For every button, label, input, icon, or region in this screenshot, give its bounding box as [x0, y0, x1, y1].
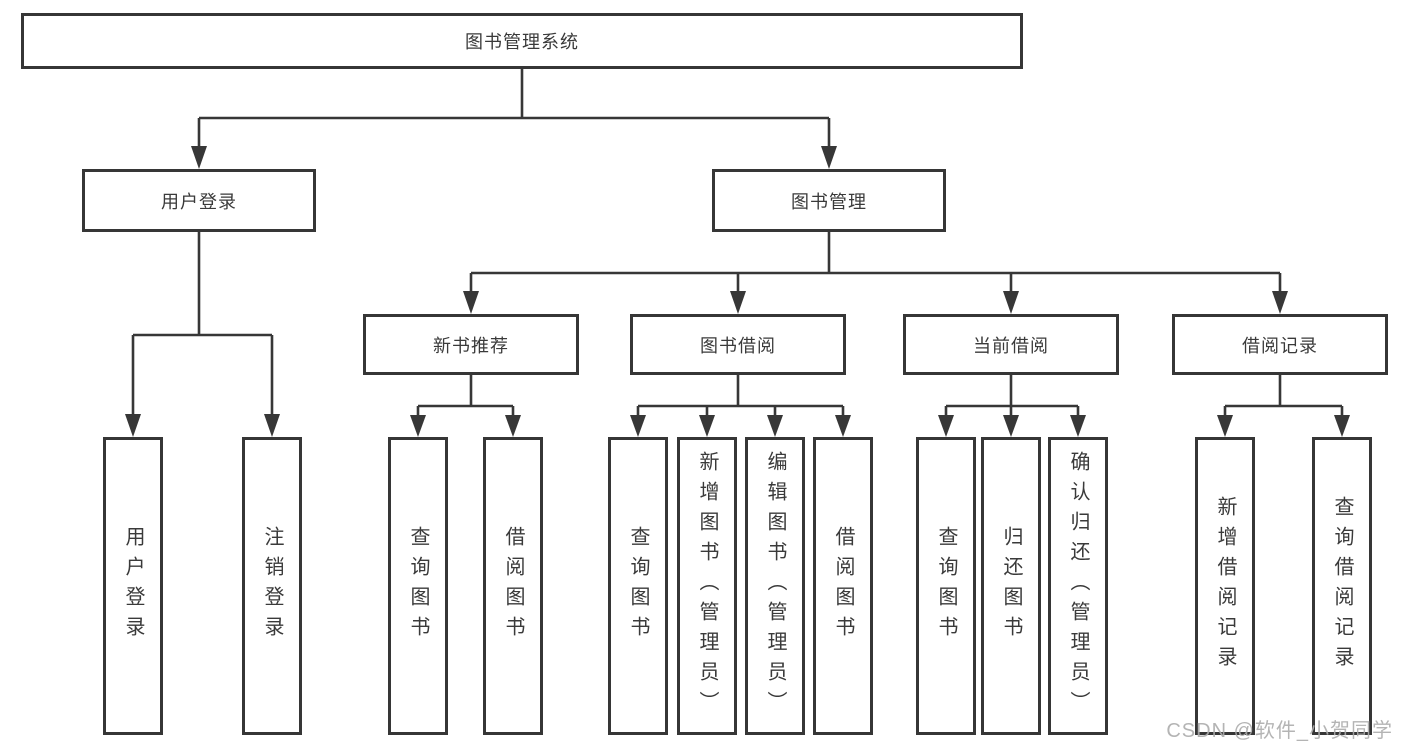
leaf-query-books-borrow: 查询图书: [608, 437, 668, 735]
leaf-query-borrow-record: 查询借阅记录: [1312, 437, 1372, 735]
arrow-to-leaf-add-record: [1217, 415, 1233, 437]
node-user-login-label: 用户登录: [161, 191, 237, 212]
node-book-management: 图书管理: [712, 169, 946, 232]
arrow-to-leaf-return-books: [1003, 415, 1019, 437]
node-new-book-recommend-label: 新书推荐: [433, 335, 509, 356]
arrow-to-leaf-query-books-1: [410, 415, 426, 437]
leaf-return-books-label: 归还图书: [1000, 526, 1022, 646]
leaf-confirm-return-admin: 确认归还（管理员）: [1048, 437, 1108, 735]
leaf-add-books-admin: 新增图书（管理员）: [677, 437, 737, 735]
arrow-to-book-management: [821, 146, 837, 169]
csdn-watermark: CSDN @软件_小贺同学: [1166, 720, 1393, 742]
arrow-to-leaf-borrow-books-2: [835, 415, 851, 437]
leaf-query-books-current-label: 查询图书: [935, 526, 957, 646]
arrow-to-new-book-recommend: [463, 291, 479, 314]
leaf-add-borrow-record-label: 新增借阅记录: [1214, 496, 1236, 676]
arrow-to-leaf-confirm-return: [1070, 415, 1086, 437]
arrow-to-leaf-query-books-2: [630, 415, 646, 437]
node-new-book-recommend: 新书推荐: [363, 314, 579, 375]
leaf-borrow-books-recommend: 借阅图书: [483, 437, 543, 735]
leaf-logout: 注销登录: [242, 437, 302, 735]
leaf-query-borrow-record-label: 查询借阅记录: [1331, 496, 1353, 676]
arrow-to-user-login: [191, 146, 207, 169]
leaf-return-books: 归还图书: [981, 437, 1041, 735]
leaf-add-borrow-record: 新增借阅记录: [1195, 437, 1255, 735]
leaf-borrow-books: 借阅图书: [813, 437, 873, 735]
node-root-label: 图书管理系统: [465, 32, 579, 52]
arrow-to-leaf-logout: [264, 414, 280, 437]
node-root: 图书管理系统: [21, 13, 1023, 69]
arrow-to-leaf-add-books: [699, 415, 715, 437]
arrow-to-leaf-user-login: [125, 414, 141, 437]
leaf-query-books-recommend: 查询图书: [388, 437, 448, 735]
leaf-borrow-books-recommend-label: 借阅图书: [502, 526, 524, 646]
arrow-to-current-borrow: [1003, 291, 1019, 314]
node-user-login: 用户登录: [82, 169, 316, 232]
node-book-borrow: 图书借阅: [630, 314, 846, 375]
node-book-borrow-label: 图书借阅: [700, 335, 776, 356]
node-borrow-records-label: 借阅记录: [1242, 335, 1318, 356]
leaf-borrow-books-label: 借阅图书: [832, 526, 854, 646]
arrow-to-book-borrow: [730, 291, 746, 314]
node-current-borrow-label: 当前借阅: [973, 335, 1049, 356]
arrow-to-borrow-records: [1272, 291, 1288, 314]
leaf-add-books-admin-label: 新增图书（管理员）: [696, 451, 718, 721]
node-borrow-records: 借阅记录: [1172, 314, 1388, 375]
arrow-to-leaf-query-record: [1334, 415, 1350, 437]
arrow-to-leaf-query-books-3: [938, 415, 954, 437]
arrow-to-leaf-edit-books: [767, 415, 783, 437]
leaf-confirm-return-admin-label: 确认归还（管理员）: [1067, 451, 1089, 721]
arrow-to-leaf-borrow-books-1: [505, 415, 521, 437]
leaf-user-login-label: 用户登录: [122, 526, 144, 646]
leaf-query-books-recommend-label: 查询图书: [407, 526, 429, 646]
leaf-query-books-borrow-label: 查询图书: [627, 526, 649, 646]
node-current-borrow: 当前借阅: [903, 314, 1119, 375]
node-book-management-label: 图书管理: [791, 191, 867, 212]
leaf-edit-books-admin: 编辑图书（管理员）: [745, 437, 805, 735]
leaf-logout-label: 注销登录: [261, 526, 283, 646]
leaf-user-login: 用户登录: [103, 437, 163, 735]
leaf-edit-books-admin-label: 编辑图书（管理员）: [764, 451, 786, 721]
leaf-query-books-current: 查询图书: [916, 437, 976, 735]
